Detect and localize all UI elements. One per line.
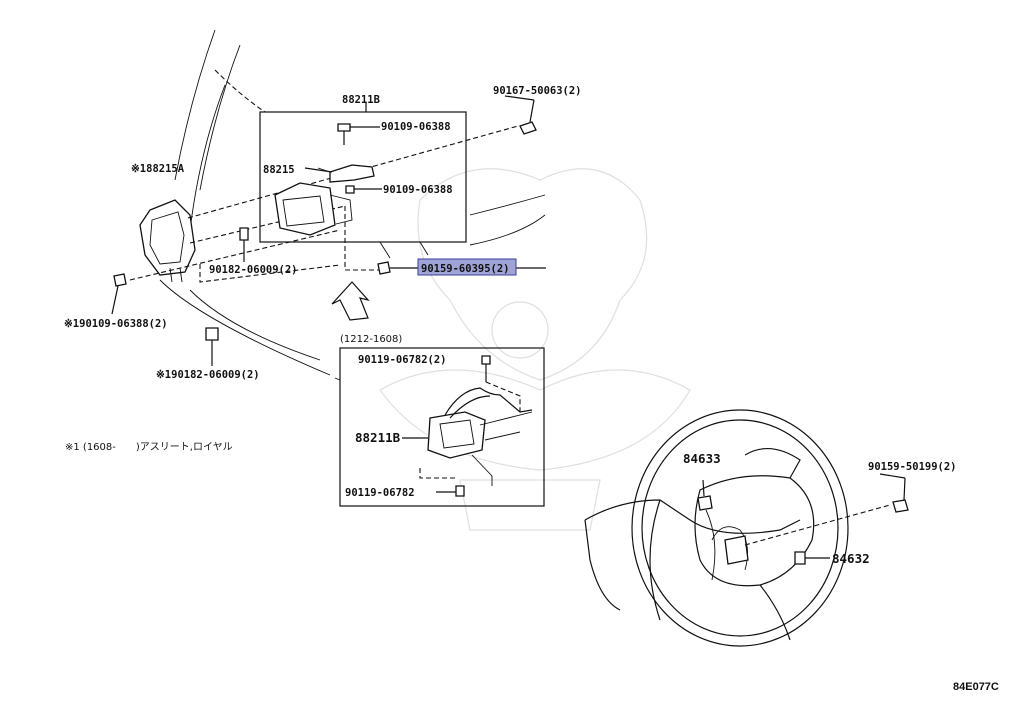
label-190109[interactable]: ※190109-06388(2) xyxy=(64,318,168,330)
bracket-88215A xyxy=(139,199,196,283)
label-90119-a[interactable]: 90119-06782(2) xyxy=(358,354,447,366)
inset-box xyxy=(334,347,545,507)
selected-part-highlight[interactable] xyxy=(417,258,517,276)
clip-190182 xyxy=(205,327,219,366)
up-arrow-icon xyxy=(331,281,370,321)
footnote: ※1 (1608- )アスリート,ロイヤル xyxy=(65,442,233,453)
label-90159-50199[interactable]: 90159-50199(2) xyxy=(868,461,957,473)
label-88215[interactable]: 88215 xyxy=(263,164,295,176)
label-190182[interactable]: ※190182-06009(2) xyxy=(156,369,260,381)
steering-wheel xyxy=(584,409,909,647)
label-range: (1212-1608) xyxy=(340,334,402,345)
watermark xyxy=(379,168,691,531)
bolt-90167 xyxy=(504,95,537,135)
label-88215A[interactable]: ※188215A xyxy=(131,163,185,175)
label-88211B-inset[interactable]: 88211B xyxy=(355,430,401,445)
vehicle-body-outline xyxy=(159,29,546,376)
label-90109-b[interactable]: 90109-06388 xyxy=(383,184,453,196)
bolt-190109 xyxy=(111,273,127,315)
label-90182[interactable]: 90182-06009(2) xyxy=(209,264,298,276)
label-90119-b[interactable]: 90119-06782 xyxy=(345,487,415,499)
box-88211B xyxy=(259,102,467,243)
label-88211B-top[interactable]: 88211B xyxy=(342,94,380,106)
diagram-code: 84E077C xyxy=(953,681,999,693)
label-90159-60395[interactable]: 90159-60395(2) xyxy=(421,263,510,275)
label-84633[interactable]: 84633 xyxy=(683,451,721,466)
clip-90182 xyxy=(239,227,249,262)
label-84632[interactable]: 84632 xyxy=(832,551,870,566)
label-90109-a[interactable]: 90109-06388 xyxy=(381,121,451,133)
bolt-90159-60395 xyxy=(377,261,546,275)
label-90167[interactable]: 90167-50063(2) xyxy=(493,85,582,97)
